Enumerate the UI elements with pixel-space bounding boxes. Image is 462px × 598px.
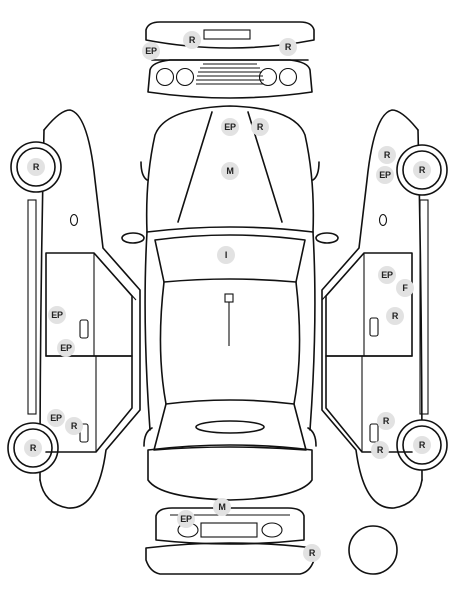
marker-roof-r[interactable]: R xyxy=(251,118,269,136)
front-bumper-lower xyxy=(145,542,315,575)
marker-front-bumper-r[interactable]: R xyxy=(303,544,321,562)
rear-lights-panel xyxy=(147,59,313,99)
marker-windshield-i[interactable]: I xyxy=(217,246,235,264)
car-body-top-view xyxy=(121,105,339,501)
marker-right-door-ep[interactable]: EP xyxy=(378,266,396,284)
marker-left-rear-wheel-r[interactable]: R xyxy=(27,158,45,176)
marker-left-sill-ep[interactable]: EP xyxy=(57,339,75,357)
marker-hood-m[interactable]: M xyxy=(221,162,239,180)
marker-right-quarter-ep[interactable]: EP xyxy=(376,166,394,184)
spare-wheel xyxy=(348,525,398,575)
marker-right-door-f[interactable]: F xyxy=(396,279,414,297)
marker-right-quarter-r[interactable]: R xyxy=(378,146,396,164)
marker-right-front-wheel-r[interactable]: R xyxy=(413,436,431,454)
marker-rear-bumper-ep[interactable]: EP xyxy=(142,42,160,60)
marker-rear-bumper-r-right[interactable]: R xyxy=(279,38,297,56)
marker-left-front-wheel-r[interactable]: R xyxy=(24,439,42,457)
marker-right-fender-r-bottom[interactable]: R xyxy=(371,441,389,459)
marker-rear-bumper-r-left[interactable]: R xyxy=(183,31,201,49)
marker-left-fender-ep[interactable]: EP xyxy=(47,409,65,427)
marker-front-m[interactable]: M xyxy=(213,498,231,516)
marker-roof-ep[interactable]: EP xyxy=(221,118,239,136)
marker-right-door-r[interactable]: R xyxy=(386,307,404,325)
marker-right-fender-r-top[interactable]: R xyxy=(377,412,395,430)
marker-front-bumper-ep[interactable]: EP xyxy=(177,510,195,528)
marker-left-door-ep[interactable]: EP xyxy=(48,306,66,324)
marker-left-fender-r[interactable]: R xyxy=(65,417,83,435)
marker-right-rear-wheel-r[interactable]: R xyxy=(413,161,431,179)
